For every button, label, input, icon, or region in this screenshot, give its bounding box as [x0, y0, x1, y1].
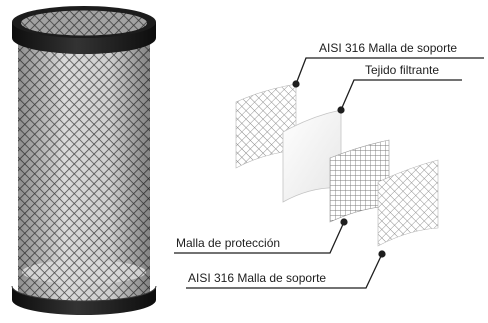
label-outer-support-mesh: AISI 316 Malla de soporte [319, 41, 457, 55]
layer-inner-support-mesh [377, 159, 439, 247]
label-inner-support-mesh: AISI 316 Malla de soporte [188, 271, 326, 285]
filter-element-icon [11, 6, 157, 315]
bottom-end-cap [11, 285, 157, 315]
top-end-cap [12, 6, 156, 54]
exploded-layers [235, 83, 439, 247]
label-filter-fabric: Tejido filtrante [365, 63, 439, 77]
label-protection-mesh: Malla de protección [176, 236, 280, 250]
cylinder-shading [18, 26, 150, 307]
cylinder-bottom-inner [22, 260, 146, 284]
callout-inner-support-mesh [186, 250, 386, 289]
callout-outer-support-mesh [292, 57, 484, 88]
callout-protection-mesh [174, 218, 348, 254]
callout-filter-fabric [337, 79, 462, 114]
